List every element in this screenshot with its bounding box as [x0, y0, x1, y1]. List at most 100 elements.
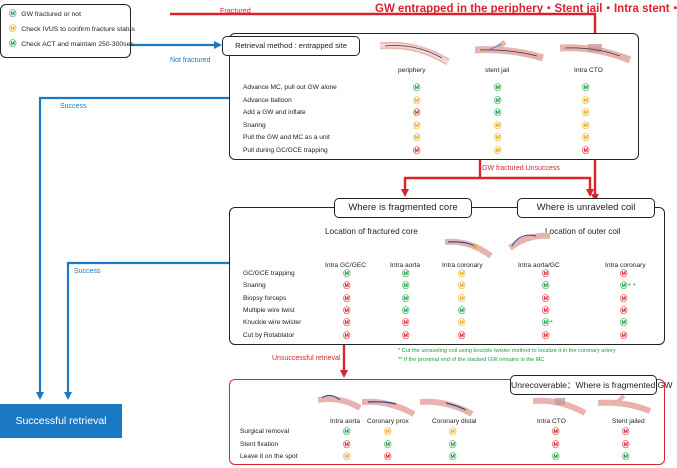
- tab-fragmented-core: Where is fragmented core: [334, 198, 472, 218]
- yellow-mark-icon: Ⓜ: [582, 120, 590, 130]
- yellow-mark-icon: Ⓜ: [458, 293, 466, 303]
- vessel-illustration-stent-jail: [475, 40, 545, 62]
- red-mark-icon: Ⓜ: [542, 293, 550, 303]
- success-label-1: Success: [60, 103, 87, 110]
- red-mark-icon: Ⓜ: [582, 145, 590, 155]
- checklist-box: Ⓜ GW fractured or not Ⓜ Check IVUS to co…: [0, 4, 135, 58]
- not-fractured-label: Not fractured: [170, 57, 211, 64]
- green-mark-icon: Ⓜ: [413, 83, 421, 92]
- red-mark-icon: Ⓜ: [458, 330, 466, 340]
- red-mark-icon: Ⓜ: [542, 305, 550, 315]
- green-mark-icon: Ⓜ: [402, 269, 410, 278]
- retrieval-method-label: Advance balloon: [243, 96, 292, 104]
- retrieval-title: Retrieval method : entrapped site: [222, 36, 360, 56]
- yellow-mark-icon: Ⓜ: [458, 318, 466, 328]
- success-arrow-1: [36, 96, 229, 400]
- yellow-mark-icon: Ⓜ: [494, 120, 502, 130]
- green-mark-icon: Ⓜ: [402, 305, 410, 315]
- technique-label: Biopsy forceps: [243, 294, 287, 302]
- management-label: Leave it on the spot: [240, 453, 298, 460]
- yellow-mark-icon: Ⓜ: [413, 120, 421, 130]
- footnote-marker: *: [550, 318, 553, 328]
- technique-label: Knuckle wire twister: [243, 319, 302, 327]
- red-mark-icon: Ⓜ: [413, 145, 421, 155]
- vessel-illustration-aorta: [318, 394, 362, 411]
- green-mark-icon: Ⓜ: [494, 95, 502, 105]
- retrieval-method-label: Advance MC, pull out GW alone: [243, 84, 337, 91]
- green-mark-icon: Ⓜ: [494, 83, 502, 92]
- vessel-illustration-stent-jailed: [598, 395, 652, 414]
- red-mark-icon: Ⓜ: [402, 318, 410, 328]
- red-mark-icon: Ⓜ: [622, 439, 630, 449]
- green-mark-icon: Ⓜ: [449, 452, 457, 461]
- red-mark-icon: Ⓜ: [620, 293, 628, 303]
- green-mark-icon: Ⓜ: [620, 281, 628, 291]
- red-mark-icon: Ⓜ: [620, 305, 628, 315]
- red-mark-icon: Ⓜ: [620, 269, 628, 278]
- col-u-coronary-prox: Coronary prox: [367, 418, 409, 425]
- col-stent-jail: stent jail: [485, 67, 510, 74]
- vessel-illustration-cto: [533, 397, 587, 416]
- coil-location-title: Location of outer coil: [545, 227, 621, 236]
- yellow-mark-icon: Ⓜ: [494, 133, 502, 142]
- footnote-2: ** If the proximal end of the stacked GW…: [398, 357, 545, 363]
- red-mark-icon: Ⓜ: [384, 452, 392, 461]
- footnote-marker: * *: [628, 281, 636, 291]
- unrecoverable-title: Unrecoverable：Where is fragmented GW: [510, 375, 672, 395]
- yellow-mark-icon: Ⓜ: [413, 133, 421, 142]
- fractured-label: Fractured: [220, 6, 251, 15]
- retrieval-method-label: Snaring: [243, 121, 266, 129]
- red-mark-icon: Ⓜ: [620, 330, 628, 340]
- footnote-1: * Cut the unraveling coil using knuckle …: [398, 348, 616, 354]
- success-label-2: Success: [74, 268, 101, 275]
- yellow-mark-icon: Ⓜ: [458, 269, 466, 278]
- yellow-mark-icon: Ⓜ: [582, 133, 590, 142]
- unsuccess-arrow: [401, 160, 482, 197]
- red-mark-icon: Ⓜ: [343, 293, 351, 303]
- retrieval-method-label: Pull the GW and MC as a unit: [243, 134, 330, 141]
- technique-label: Cut by Rotablator: [243, 331, 295, 339]
- green-mark-icon: Ⓜ: [620, 318, 628, 328]
- red-mark-icon: Ⓜ: [343, 305, 351, 315]
- gw-fractured-unsuccess-label: GW fractured Unsuccess: [482, 165, 560, 172]
- checklist-item: Ⓜ Check ACT and maintain 250-300sec: [9, 39, 134, 49]
- green-mark-icon: Ⓜ: [494, 108, 502, 117]
- green-mark-icon: Ⓜ: [384, 439, 392, 449]
- tab-unraveled-coil: Where is unraveled coil: [517, 198, 655, 218]
- col-u-intra-aorta: Intra aorta: [330, 418, 361, 425]
- yellow-mark-icon: Ⓜ: [9, 24, 17, 33]
- col-intra-coronary-coil: Intra coronary: [605, 262, 646, 269]
- red-mark-icon: Ⓜ: [343, 439, 351, 449]
- red-mark-icon: Ⓜ: [402, 330, 410, 340]
- col-intra-aorta-gc: Intra aorta/GC: [518, 262, 560, 269]
- retrieval-method-label: Pull during GC/GCE trapping: [243, 146, 328, 154]
- management-label: Surgical removal: [240, 428, 290, 435]
- col-periphery: periphery: [398, 67, 426, 74]
- unsuccessful-retrieval-label: Unsuccessful retrieval: [272, 355, 341, 362]
- col-u-coronary-distal: Coronary distal: [432, 418, 477, 425]
- success-arrow-2: [64, 261, 229, 400]
- green-mark-icon: Ⓜ: [343, 427, 351, 436]
- yellow-mark-icon: Ⓜ: [449, 427, 457, 436]
- successful-retrieval-box: Successful retrieval: [0, 404, 122, 438]
- vessel-illustration-coronary-prox: [362, 398, 416, 417]
- col-intra-coronary: Intra coronary: [442, 262, 483, 269]
- green-mark-icon: Ⓜ: [542, 281, 550, 291]
- red-mark-icon: Ⓜ: [413, 108, 421, 117]
- red-mark-icon: Ⓜ: [343, 318, 351, 328]
- col-intra-cto: Intra CTO: [574, 67, 603, 74]
- green-mark-icon: Ⓜ: [9, 39, 17, 48]
- col-u-stent-jailed: Stent jailed: [612, 418, 645, 425]
- unsuccess-arrow-right: [480, 176, 594, 197]
- green-mark-icon: Ⓜ: [552, 452, 560, 461]
- green-mark-icon: Ⓜ: [542, 318, 550, 328]
- red-mark-icon: Ⓜ: [552, 439, 560, 449]
- green-mark-icon: Ⓜ: [458, 305, 466, 315]
- green-mark-icon: Ⓜ: [9, 9, 17, 18]
- yellow-mark-icon: Ⓜ: [582, 95, 590, 105]
- core-location-title: Location of fractured core: [325, 227, 418, 236]
- checklist-item: Ⓜ GW fractured or not: [9, 9, 81, 19]
- technique-label: Multiple wire twist: [243, 306, 295, 314]
- vessel-illustration-coronary-distal: [420, 398, 474, 417]
- yellow-mark-icon: Ⓜ: [494, 145, 502, 155]
